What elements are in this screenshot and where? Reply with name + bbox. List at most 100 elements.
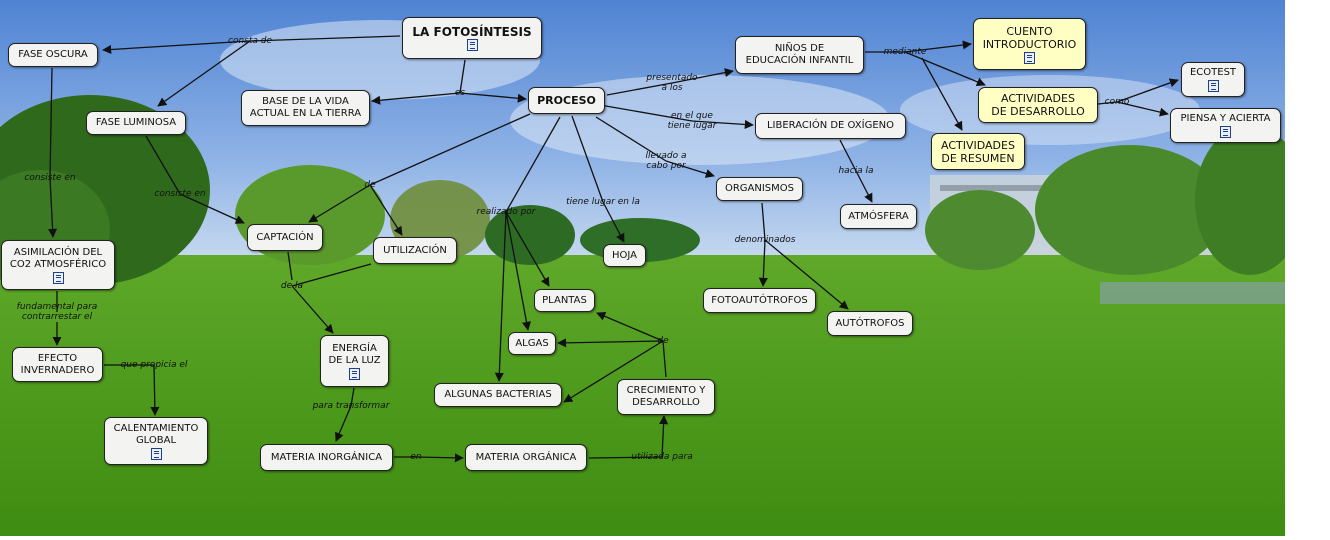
connector-line bbox=[157, 40, 251, 107]
connector-line bbox=[761, 202, 766, 241]
link-phrase-mediante: mediante bbox=[883, 47, 927, 57]
document-icon[interactable] bbox=[150, 447, 162, 460]
link-phrase-en: en bbox=[410, 452, 422, 462]
concept-links bbox=[48, 35, 1179, 463]
connector-line bbox=[494, 211, 507, 382]
document-icon[interactable] bbox=[1220, 126, 1231, 138]
concept-label: FOTOAUTÓTROFOS bbox=[711, 294, 808, 306]
concept-map-canvas: LA FOTOSÍNTESIS FASE OSCURA FASE LUMINOS… bbox=[0, 0, 1285, 536]
concept-label: ALGUNAS BACTERIAS bbox=[444, 389, 552, 400]
concept-cuento[interactable]: CUENTO INTRODUCTORIO bbox=[973, 18, 1086, 70]
connector-line bbox=[764, 239, 849, 310]
concept-label: BASE DE LA VIDA ACTUAL EN LA TIERRA bbox=[249, 96, 362, 119]
concept-actividades-resumen[interactable]: ACTIVIDADES DE RESUMEN bbox=[931, 133, 1025, 170]
link-phrase-es: es bbox=[454, 88, 466, 98]
concept-liberacion[interactable]: LIBERACIÓN DE OXÍGENO bbox=[755, 113, 906, 139]
concept-actividades-desarrollo[interactable]: ACTIVIDADES DE DESARROLLO bbox=[978, 87, 1098, 123]
connector-line bbox=[291, 263, 372, 287]
concept-label: ATMÓSFERA bbox=[848, 210, 909, 222]
concept-fotoautotrofos[interactable]: FOTOAUTÓTROFOS bbox=[703, 288, 816, 313]
connector-line bbox=[839, 139, 857, 172]
concept-label: ACTIVIDADES DE RESUMEN bbox=[941, 138, 1015, 165]
connector-line bbox=[150, 364, 160, 416]
connector-line bbox=[1097, 101, 1118, 105]
connector-line bbox=[921, 57, 963, 131]
connector-line bbox=[48, 177, 58, 238]
connector-line bbox=[599, 104, 693, 122]
concept-label: ACTIVIDADES DE DESARROLLO bbox=[991, 92, 1085, 118]
connector-line bbox=[665, 160, 715, 178]
document-icon[interactable] bbox=[52, 271, 64, 284]
document-icon[interactable] bbox=[1207, 80, 1219, 92]
connector-line bbox=[179, 193, 245, 224]
concept-fase-oscura[interactable]: FASE OSCURA bbox=[8, 43, 98, 67]
connector-line bbox=[571, 115, 604, 203]
link-phrase-realizado-por: realizado por bbox=[476, 207, 536, 217]
concept-label: LA FOTOSÍNTESIS bbox=[412, 24, 532, 39]
concept-label: ECOTEST bbox=[1189, 67, 1237, 78]
document-icon[interactable] bbox=[466, 38, 478, 51]
document-icon[interactable] bbox=[1024, 51, 1035, 64]
connector-line bbox=[249, 35, 401, 42]
link-phrase-llevado: llevado a cabo por bbox=[645, 151, 687, 171]
concept-proceso[interactable]: PROCESO bbox=[528, 87, 605, 114]
concept-fase-luminosa[interactable]: FASE LUMINOSA bbox=[86, 111, 186, 135]
concept-organismos[interactable]: ORGANISMOS bbox=[716, 177, 803, 201]
concept-ninos[interactable]: NIÑOS DE EDUCACIÓN INFANTIL bbox=[735, 36, 864, 74]
connector-line bbox=[1116, 78, 1179, 103]
connector-line bbox=[505, 211, 550, 287]
connector-line bbox=[459, 92, 527, 103]
concept-base-vida[interactable]: BASE DE LA VIDA ACTUAL EN LA TIERRA bbox=[241, 90, 370, 126]
concept-captacion[interactable]: CAPTACIÓN bbox=[247, 224, 323, 251]
connector-line bbox=[904, 40, 972, 53]
concept-label: AUTÓTROFOS bbox=[835, 317, 905, 329]
document-icon[interactable] bbox=[349, 367, 360, 380]
connector-line bbox=[369, 113, 531, 186]
concept-label: CAPTACIÓN bbox=[256, 231, 314, 243]
concept-label: EFECTO INVERNADERO bbox=[20, 352, 95, 376]
concept-autotrofos[interactable]: AUTÓTROFOS bbox=[827, 311, 913, 336]
connector-line bbox=[291, 285, 334, 334]
connector-line bbox=[563, 340, 664, 403]
connector-line bbox=[1116, 101, 1169, 117]
concept-label: HOJA bbox=[611, 249, 637, 261]
connector-line bbox=[596, 312, 664, 342]
connector-line bbox=[671, 68, 734, 84]
link-phrase-en-el-que: en el que tiene lugar bbox=[667, 111, 717, 131]
concept-label: FASE LUMINOSA bbox=[95, 117, 177, 128]
connector-line bbox=[595, 116, 667, 162]
concept-label: ASIMILACIÓN DEL CO2 ATMOSFÉRICO bbox=[9, 246, 107, 270]
concept-materia-organica[interactable]: MATERIA ORGÁNICA bbox=[465, 444, 587, 471]
connector-line bbox=[49, 67, 53, 179]
concept-crecimiento[interactable]: CRECIMIENTO Y DESARROLLO bbox=[617, 379, 715, 415]
concept-asimilacion[interactable]: ASIMILACIÓN DEL CO2 ATMOSFÉRICO bbox=[1, 240, 115, 290]
link-phrase-de-captacion: de bbox=[364, 180, 376, 190]
concept-label: UTILIZACIÓN bbox=[383, 244, 447, 256]
concept-ecotest[interactable]: ECOTEST bbox=[1181, 62, 1245, 97]
concept-efecto[interactable]: EFECTO INVERNADERO bbox=[12, 347, 103, 382]
concept-hoja[interactable]: HOJA bbox=[603, 244, 646, 267]
concept-plantas[interactable]: PLANTAS bbox=[534, 289, 595, 312]
concept-fotosintesis[interactable]: LA FOTOSÍNTESIS bbox=[402, 17, 542, 59]
concept-piensa[interactable]: PIENSA Y ACIERTA bbox=[1170, 108, 1281, 143]
connector-line bbox=[287, 251, 293, 281]
concept-label: ORGANISMOS bbox=[724, 183, 795, 194]
link-phrase-de-plantas: de bbox=[657, 336, 669, 346]
connector-line bbox=[505, 116, 561, 213]
connector-line bbox=[369, 184, 403, 236]
concept-energia[interactable]: ENERGÍA DE LA LUZ bbox=[320, 335, 389, 387]
concept-utilizacion[interactable]: UTILIZACIÓN bbox=[373, 237, 457, 264]
link-phrase-denominados: denominados bbox=[734, 235, 796, 245]
connector-line bbox=[602, 201, 625, 243]
link-phrase-que-propicia: que propicia el bbox=[120, 360, 188, 370]
concept-calentamiento[interactable]: CALENTAMIENTO GLOBAL bbox=[104, 417, 208, 465]
concept-label: LIBERACIÓN DE OXÍGENO bbox=[766, 120, 895, 131]
concept-label: MATERIA ORGÁNICA bbox=[475, 451, 577, 463]
concept-bacterias[interactable]: ALGUNAS BACTERIAS bbox=[434, 383, 562, 407]
link-phrase-presentado: presentado a los bbox=[646, 73, 698, 93]
concept-label: PROCESO bbox=[537, 93, 596, 107]
concept-atmosfera[interactable]: ATMÓSFERA bbox=[840, 204, 917, 229]
concept-materia-inorganica[interactable]: MATERIA INORGÁNICA bbox=[260, 444, 393, 471]
concept-algas[interactable]: ALGAS bbox=[508, 332, 556, 355]
connector-line bbox=[350, 387, 355, 407]
